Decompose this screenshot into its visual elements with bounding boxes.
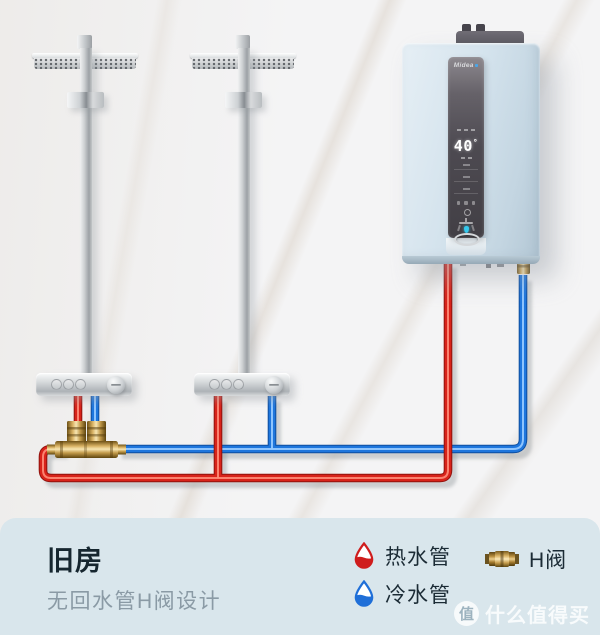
info-banner (0, 518, 600, 635)
shower-column (80, 48, 92, 375)
temperature-unit: ° (472, 138, 479, 147)
watermark-site-name: 什么值得买 (485, 605, 590, 627)
banner-subtitle: 无回水管H阀设计 (47, 590, 222, 613)
touch-button-label (462, 164, 470, 166)
heater-vent-stub (476, 24, 485, 33)
mixer-button (221, 379, 232, 390)
shower-column (238, 48, 250, 375)
display-subinfo-row (448, 157, 484, 159)
touch-button-label (462, 188, 470, 190)
mode-icon-row (448, 201, 484, 205)
heater-brand-logo: Midea (448, 62, 484, 69)
mixer-button (75, 379, 86, 390)
touch-button-divider (454, 181, 478, 182)
cold-water-drop-icon (354, 580, 374, 607)
shower-mixer-valve (36, 373, 132, 396)
shower-wall-mount (235, 35, 250, 49)
shower-slider-bracket (67, 92, 104, 108)
h-valve-icon (485, 551, 519, 567)
legend-cold-water: 冷水管 (353, 579, 451, 609)
heater-control-panel: Midea 40° (448, 57, 484, 246)
touch-button-label (462, 176, 470, 178)
temperature-display: 40° (448, 137, 484, 155)
shower-spray-icon (455, 218, 477, 234)
mixer-button (209, 379, 220, 390)
shower-wall-mount (77, 35, 92, 49)
shower-unit-2 (188, 34, 300, 396)
h-valve-assembly (47, 421, 126, 458)
watermark-badge-icon: 值 (454, 601, 479, 626)
heater-bottom-edge (402, 256, 540, 264)
shower-unit-1 (30, 34, 142, 396)
mixer-button (51, 379, 62, 390)
legend-cold-label: 冷水管 (385, 584, 451, 607)
touch-button-divider (454, 169, 478, 170)
mixer-button (233, 379, 244, 390)
mixer-knob (265, 375, 283, 394)
legend-h-valve: H阀 (485, 544, 567, 574)
power-icon (463, 209, 471, 216)
mixer-button (63, 379, 74, 390)
shower-mixer-valve (194, 373, 290, 396)
chrome-dial-ring (454, 233, 480, 246)
display-indicator-row (448, 129, 484, 131)
site-watermark: 值 什么值得买 (454, 599, 590, 628)
temperature-value: 40 (453, 137, 473, 155)
hot-water-pipes (38, 261, 453, 483)
mixer-knob (107, 375, 125, 394)
water-drop-indicator (463, 226, 469, 233)
touch-button-divider (454, 193, 478, 194)
cold-water-pipes (90, 275, 528, 454)
legend-valve-label: H阀 (529, 549, 568, 572)
banner-title: 旧房 (47, 546, 103, 576)
legend-hot-water: 热水管 (353, 541, 451, 571)
hot-water-drop-icon (354, 542, 374, 569)
heater-vent-stub (462, 24, 471, 33)
legend-hot-label: 热水管 (385, 546, 451, 569)
shower-slider-bracket (225, 92, 262, 108)
